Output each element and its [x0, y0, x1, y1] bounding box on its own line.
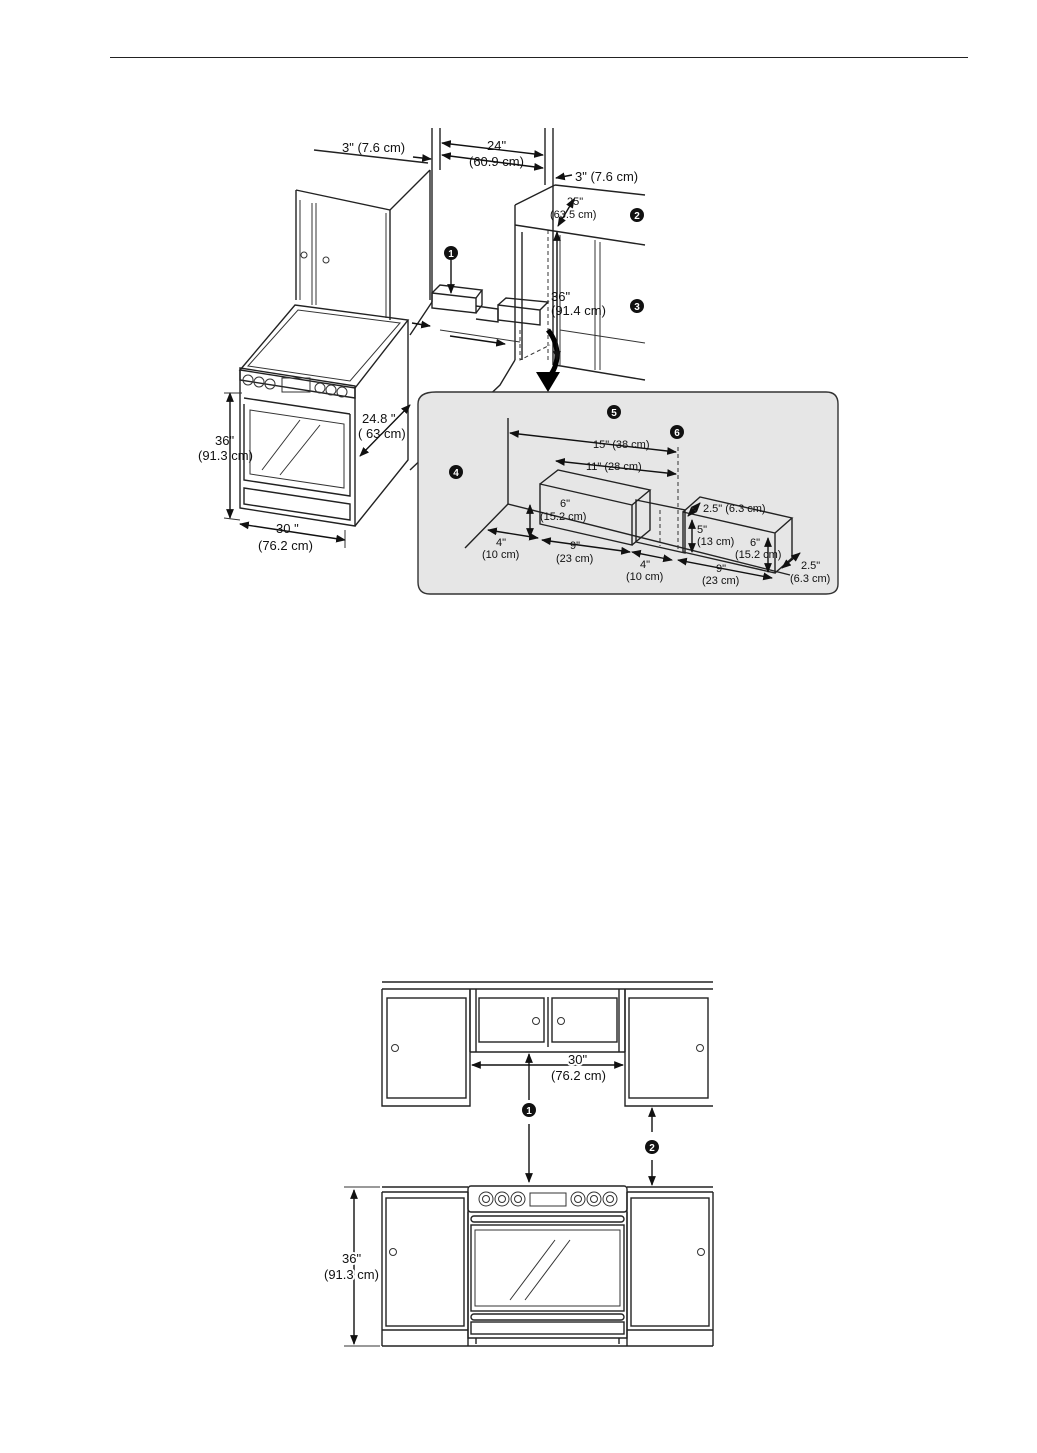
left-upper-cabinet	[296, 150, 430, 320]
badge-4: 4	[449, 465, 463, 479]
front-badge-2: 2	[645, 1140, 659, 1154]
anti-tip-detail-inset: 15" (38 cm) 11" (28 cm) 6" (15.2 cm) 4" …	[418, 392, 838, 594]
svg-text:1: 1	[526, 1106, 532, 1117]
range-front	[468, 1186, 627, 1344]
block2-outer-height-cm-label: (15.2 cm)	[735, 549, 781, 561]
svg-text:2: 2	[634, 211, 640, 222]
counter-height-cm-label: (91.4 cm)	[551, 303, 606, 318]
svg-text:1: 1	[448, 249, 454, 260]
block2-height-cm-label: (13 cm)	[697, 536, 734, 548]
counter-height-cm-label: (91.3 cm)	[324, 1267, 379, 1282]
block2-depth-in-label: 2.5"	[801, 560, 820, 572]
range-depth-cm-label: ( 63 cm)	[358, 426, 406, 441]
range-width-in-label: 30 "	[276, 521, 299, 536]
side-clearance-right-label: 3" (7.6 cm)	[575, 169, 638, 184]
counter-height-in-label: 36"	[551, 289, 570, 304]
offset-cm-label: (10 cm)	[482, 549, 519, 561]
block2-depth-cm-label: (6.3 cm)	[790, 573, 830, 585]
badge-2: 2	[630, 208, 644, 222]
front-badge-1: 1	[522, 1103, 536, 1117]
svg-text:2: 2	[649, 1143, 655, 1154]
block2-width-cm-label: (23 cm)	[702, 575, 739, 587]
cabinet-depth-in-label: 25"	[567, 196, 583, 208]
cutout-width-in-label: 24"	[487, 138, 506, 153]
svg-text:5: 5	[611, 408, 617, 419]
hood-clearance-width-in-label: 30"	[568, 1052, 587, 1067]
distance-11-label: 11" (28 cm)	[586, 461, 642, 473]
block-height-in-label: 6"	[560, 498, 570, 510]
gap-cm-label: (10 cm)	[626, 571, 663, 583]
block2-outer-height-in-label: 6"	[750, 537, 760, 549]
offset-in-label: 4"	[496, 537, 506, 549]
block2-width-in-label: 9"	[716, 563, 726, 575]
range-depth-in-label: 24.8 "	[362, 411, 396, 426]
range-height-cm-label: (91.3 cm)	[198, 448, 253, 463]
block-width-cm-label: (23 cm)	[556, 553, 593, 565]
range-height-in-label: 36"	[215, 433, 234, 448]
cabinet-depth-cm-label: (63.5 cm)	[550, 209, 596, 221]
badge-5: 5	[607, 405, 621, 419]
hood-clearance-width-cm-label: (76.2 cm)	[551, 1068, 606, 1083]
distance-15-label: 15" (38 cm)	[593, 439, 649, 451]
cutout-width-cm-label: (60.9 cm)	[469, 154, 524, 169]
side-clearance-left-label: 3" (7.6 cm)	[342, 140, 405, 155]
svg-text:3: 3	[634, 302, 640, 313]
block-width-in-label: 9"	[570, 540, 580, 552]
range-width-cm-label: (76.2 cm)	[258, 538, 313, 553]
block-height-cm-label: (15.2 cm)	[540, 511, 586, 523]
svg-text:4: 4	[453, 468, 459, 479]
counter-height-in-label: 36"	[342, 1251, 361, 1266]
badge-6: 6	[670, 425, 684, 439]
gap-in-label: 4"	[640, 559, 650, 571]
anti-tip-blocks	[432, 285, 548, 325]
diagram-range-front-view: 30" (76.2 cm) 1 2	[324, 982, 713, 1346]
svg-text:6: 6	[674, 428, 680, 439]
badge-3: 3	[630, 299, 644, 313]
block2-height-in-label: 5"	[697, 524, 707, 536]
block-depth-label: 2.5" (6.3 cm)	[703, 503, 766, 515]
